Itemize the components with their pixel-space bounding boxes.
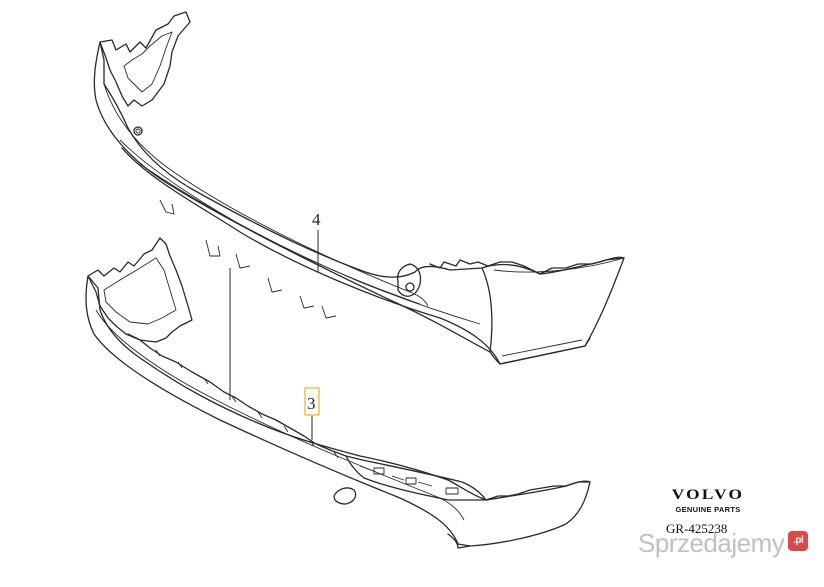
watermark-tld-badge: .pl	[788, 531, 809, 551]
genuine-parts-tagline: GENUINE PARTS	[675, 505, 741, 514]
upper-bumper-cover	[93, 11, 625, 365]
callout-3: 3	[229, 268, 320, 440]
volvo-logo: VOLVO	[671, 487, 745, 503]
volvo-brand-mark: VOLVO GENUINE PARTS	[660, 487, 756, 514]
callout-label-4: 4	[312, 210, 321, 229]
lower-bumper-skirt	[85, 237, 591, 549]
watermark: Sprzedajemy.pl	[638, 528, 809, 559]
callout-label-3: 3	[307, 394, 316, 413]
callout-highlight-box	[304, 387, 320, 416]
callout-4: 4	[312, 210, 321, 272]
reference-number: GR-425238	[666, 521, 728, 536]
watermark-text: Sprzedajemy	[638, 528, 785, 558]
